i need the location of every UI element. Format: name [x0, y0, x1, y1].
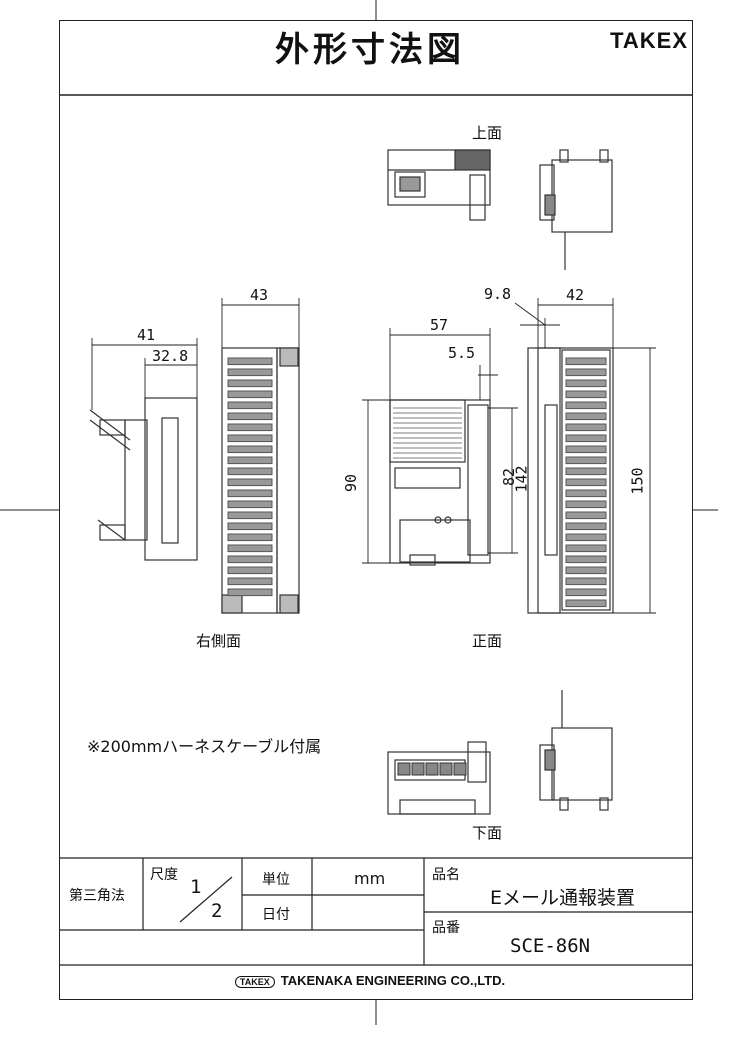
terminal-slot [227, 412, 273, 421]
company-name: TAKENAKA ENGINEERING CO.,LTD. [280, 973, 506, 988]
terminal-slot [565, 533, 607, 542]
terminal-slot [565, 478, 607, 487]
terminal-slot [565, 566, 607, 575]
drawing-frame [59, 20, 693, 1000]
terminal-slot [565, 456, 607, 465]
bottom-terminals [397, 762, 467, 776]
terminal-slot [565, 511, 607, 520]
terminal-slot [227, 544, 273, 553]
terminal-slot [565, 412, 607, 421]
scale-label: 尺度 [150, 867, 178, 883]
left-bracket-view [89, 397, 198, 561]
dim-43: 43 [250, 286, 269, 304]
top-view-left [387, 149, 491, 221]
product-name-label: 品名 [432, 867, 460, 883]
terminal-slot [227, 577, 273, 586]
brand-logo: TAKEX [610, 28, 688, 53]
terminal-slot [227, 445, 273, 454]
terminal-slot [565, 555, 607, 564]
projection-method: 第三角法 [69, 888, 125, 904]
dim-41: 41 [137, 326, 156, 344]
terminal-slot [565, 500, 607, 509]
terminal-slot [565, 368, 607, 377]
terminal-slot [227, 522, 273, 531]
bottom-view-right [539, 690, 613, 811]
company-logo: TAKEX [234, 975, 275, 988]
terminal-slot [565, 489, 607, 498]
dim-57: 57 [430, 316, 449, 334]
terminal-slot [227, 401, 273, 410]
terminal-slot [227, 423, 273, 432]
dim-42: 42 [566, 286, 585, 304]
terminal-slot [565, 423, 607, 432]
harness-note: ※200mmハーネスケーブル付属 [87, 737, 322, 756]
front-side-terminals [565, 357, 607, 608]
terminal-slot [565, 445, 607, 454]
company-footer: TAKEX TAKENAKA ENGINEERING CO.,LTD. [0, 973, 740, 988]
product-no: SCE-86N [510, 935, 591, 957]
terminal-slot [565, 390, 607, 399]
terminal-slot [227, 467, 273, 476]
terminal-slot [227, 357, 273, 366]
titleblock-lines [59, 857, 693, 966]
unit-value: mm [354, 869, 386, 888]
terminal-slot [565, 401, 607, 410]
terminal-slot [227, 379, 273, 388]
date-label: 日付 [262, 907, 290, 923]
terminal-slot [227, 555, 273, 564]
product-no-label: 品番 [432, 920, 460, 936]
terminal-slot [227, 566, 273, 575]
top-view-right [539, 149, 613, 270]
page-title: 外形寸法図 [275, 30, 465, 70]
terminal-slot [565, 522, 607, 531]
terminal-slot [565, 599, 607, 608]
scale-denominator: 2 [211, 900, 223, 922]
terminal-slot [227, 533, 273, 542]
right-side-terminals [227, 357, 273, 597]
unit-label: 単位 [262, 872, 290, 888]
terminal-slot [565, 357, 607, 366]
dim-90: 90 [342, 473, 361, 493]
terminal-slot [565, 588, 607, 597]
front-side-view [527, 347, 614, 614]
terminal-slot [227, 511, 273, 520]
terminal-slot [227, 489, 273, 498]
dim-5-5: 5.5 [448, 344, 476, 362]
scale-numerator: 1 [190, 876, 202, 898]
front-view-stripes [393, 407, 462, 459]
front-view [389, 399, 491, 566]
dim-142: 142 [512, 465, 531, 493]
view-label-bottom: 下面 [472, 824, 503, 842]
terminal-slot [565, 544, 607, 553]
view-label-front: 正面 [472, 632, 503, 650]
terminal-slot [227, 368, 273, 377]
terminal-slot [227, 434, 273, 443]
terminal-slot [227, 588, 273, 597]
terminal-slot [227, 456, 273, 465]
terminal-slot [227, 478, 273, 487]
dim-32-8: 32.8 [152, 347, 189, 365]
bottom-view-left [387, 741, 491, 815]
dim-150: 150 [628, 467, 647, 495]
product-name: Eメール通報装置 [490, 887, 636, 909]
terminal-slot [227, 500, 273, 509]
terminal-slot [565, 379, 607, 388]
terminal-slot [565, 434, 607, 443]
dim-9-8: 9.8 [484, 285, 512, 303]
dimension-lines [91, 298, 656, 614]
view-label-top: 上面 [472, 124, 503, 142]
view-label-right-side: 右側面 [196, 632, 242, 650]
terminal-slot [227, 390, 273, 399]
terminal-slot [565, 577, 607, 586]
terminal-slot [565, 467, 607, 476]
